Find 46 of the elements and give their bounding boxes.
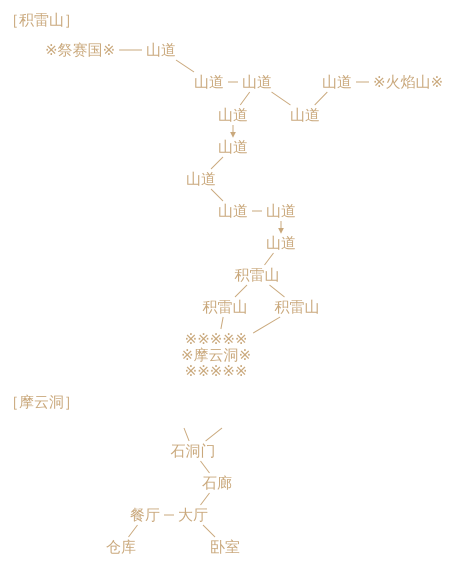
connector-line: [184, 428, 190, 442]
connector-line: [264, 252, 274, 266]
location-label: 山道: [242, 74, 272, 90]
connector-line: [210, 156, 224, 170]
connector-line: [240, 92, 250, 106]
location-label: 山道: [218, 107, 248, 123]
connector-line: [314, 92, 328, 106]
location-label: ※祭赛国※: [45, 42, 116, 58]
location-label: 积雷山: [274, 299, 320, 315]
location-label: 餐厅: [130, 507, 160, 523]
location-label: 山道: [218, 203, 248, 219]
location-label: 石洞门: [170, 443, 216, 459]
connector-line: [205, 428, 222, 442]
location-label: 大厅: [178, 507, 208, 523]
connector-line: [234, 284, 248, 298]
location-label: 山道: [186, 171, 216, 187]
location-label: 仓库: [106, 539, 136, 555]
connector-line: [252, 210, 262, 212]
section-heading: ［摩云洞］: [4, 393, 79, 411]
connector-line: [210, 188, 224, 202]
arrow: [278, 220, 284, 234]
connector-line: [164, 514, 174, 516]
location-label: 山道: [266, 203, 296, 219]
connector-line: [200, 460, 210, 474]
location-label: 卧室: [210, 539, 240, 555]
location-label: 山道: [322, 74, 352, 90]
connector-line: [269, 284, 285, 298]
location-label: 积雷山: [202, 299, 248, 315]
location-label: 山道: [194, 74, 224, 90]
connector-line: [220, 316, 224, 330]
location-label: ※※※※※ ※摩云洞※ ※※※※※: [181, 331, 252, 379]
arrow: [230, 124, 236, 138]
connector-line: [128, 524, 138, 538]
section-heading: ［积雷山］: [4, 11, 79, 29]
location-label: 山道: [290, 107, 320, 123]
location-label: 山道: [266, 235, 296, 251]
location-label: 石廊: [202, 475, 232, 491]
location-label: 积雷山: [234, 267, 280, 283]
connector-line: [271, 92, 291, 106]
connector-line: [252, 316, 281, 334]
location-label: 山道: [146, 42, 176, 58]
location-label: ※火焰山※: [373, 74, 444, 90]
location-label: 山道: [218, 139, 248, 155]
connector-line: [202, 524, 216, 538]
connector-line: [176, 60, 194, 72]
connector-line: [200, 492, 210, 506]
